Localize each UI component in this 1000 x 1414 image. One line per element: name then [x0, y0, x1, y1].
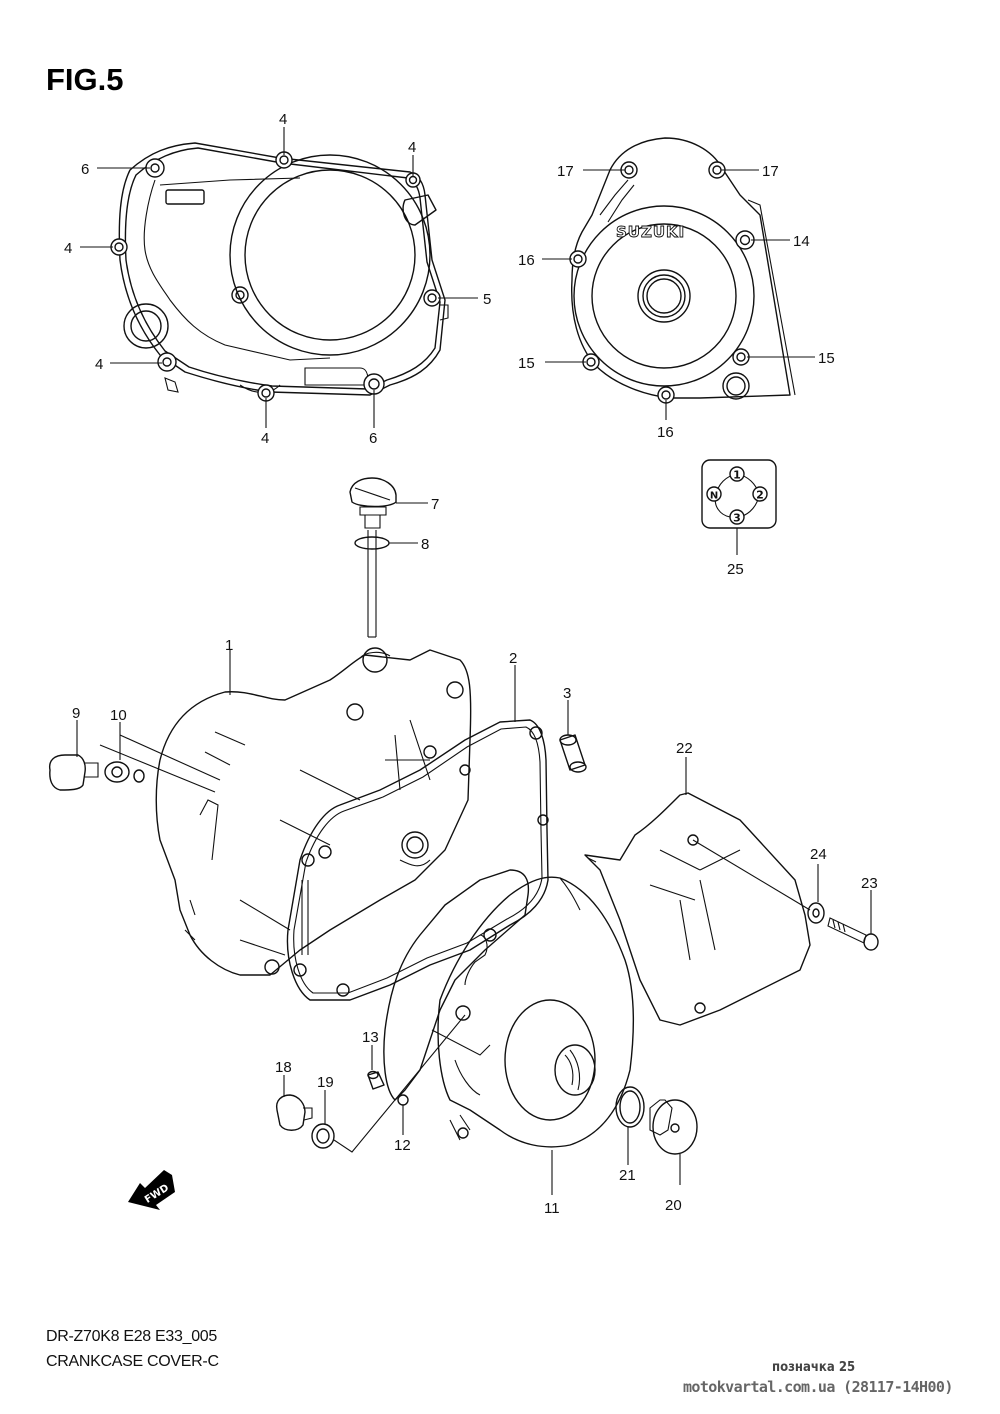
svg-text:N: N [710, 491, 718, 502]
callout-label: 19 [317, 1074, 334, 1091]
callout-label: 22 [676, 740, 693, 757]
callout-label: 25 [727, 561, 744, 578]
svg-text:1: 1 [733, 469, 741, 482]
callout-label: 17 [762, 163, 779, 180]
bolt-boss [145, 158, 165, 178]
crankcase-gasket: 2 [286, 650, 549, 1001]
callout-label: 18 [275, 1059, 292, 1076]
callout-label: 3 [563, 685, 571, 702]
gear-position-n: N [706, 486, 722, 502]
magneto-cover-view: SUZUKI 17 17 16 14 15 15 16 [518, 137, 835, 441]
callout-label: 14 [793, 233, 810, 250]
dowel-pin-small: 13 [362, 1029, 385, 1090]
reference-mark: позначка 25 [772, 1360, 856, 1375]
callout-label: 15 [818, 350, 835, 367]
sprocket-cover: 22 24 23 [584, 740, 879, 1026]
callout-label: 6 [369, 430, 377, 447]
bolt-boss [405, 172, 421, 188]
gear-position-indicator: 1 N 2 3 25 [701, 459, 777, 578]
callout-label: 15 [518, 355, 535, 372]
callout-label: 16 [657, 424, 674, 441]
callout-label: 21 [619, 1167, 636, 1184]
bolt-boss [110, 238, 128, 256]
callout-label: 23 [861, 875, 878, 892]
figure-title: FIG.5 [46, 62, 124, 97]
watermark: motokvartal.com.ua (28117-14H00) [683, 1378, 953, 1396]
magneto-cover: 11 12 [383, 869, 634, 1217]
callout-label: 17 [557, 163, 574, 180]
gear-position-2: 2 [752, 486, 768, 502]
svg-text:3: 3 [733, 512, 741, 525]
callout-label: 12 [394, 1137, 411, 1154]
bolt-boss [569, 250, 587, 268]
crankcase-cover: 1 [99, 637, 472, 976]
callout-label: 4 [279, 111, 287, 128]
callout-label: 4 [95, 356, 103, 373]
svg-text:2: 2 [756, 489, 764, 502]
model-code: DR-Z70K8 E28 E33_005 [46, 1328, 218, 1345]
callout-label: 20 [665, 1197, 682, 1214]
bolt-boss [257, 384, 275, 402]
dowel-pin: 3 [559, 685, 587, 773]
fwd-arrow-icon: FWD [128, 1170, 175, 1210]
callout-label: 4 [261, 430, 269, 447]
gear-position-1: 1 [729, 466, 745, 482]
oil-filler-cap: 7 8 [349, 477, 439, 638]
gear-position-3: 3 [729, 509, 745, 525]
callout-label: 11 [544, 1200, 560, 1217]
inspection-plug: 21 20 [615, 1086, 698, 1214]
callout-label: 7 [431, 496, 439, 513]
clutch-cover-view: 6 4 4 4 5 4 4 6 [64, 111, 491, 447]
drain-bolt: 18 19 [275, 1014, 466, 1153]
callout-label: 24 [810, 846, 827, 863]
callout-label: 9 [72, 705, 80, 722]
callout-label: 6 [81, 161, 89, 178]
bolt-boss [363, 373, 385, 395]
callout-label: 4 [64, 240, 72, 257]
suzuki-logo: SUZUKI [616, 223, 685, 241]
bolt-boss [423, 289, 441, 307]
callout-label: 1 [225, 637, 233, 654]
callout-label: 5 [483, 291, 491, 308]
callout-label: 4 [408, 139, 416, 156]
bolt-boss [732, 348, 750, 366]
bolt-boss [708, 161, 726, 179]
bolt-and-washer: 9 10 [48, 705, 145, 791]
callout-label: 2 [509, 650, 517, 667]
callout-label: 10 [110, 707, 127, 724]
callout-label: 16 [518, 252, 535, 269]
figure-caption: CRANKCASE COVER-C [46, 1353, 219, 1370]
callout-label: 8 [421, 536, 429, 553]
callout-label: 13 [362, 1029, 379, 1046]
bolt-boss [157, 352, 177, 372]
